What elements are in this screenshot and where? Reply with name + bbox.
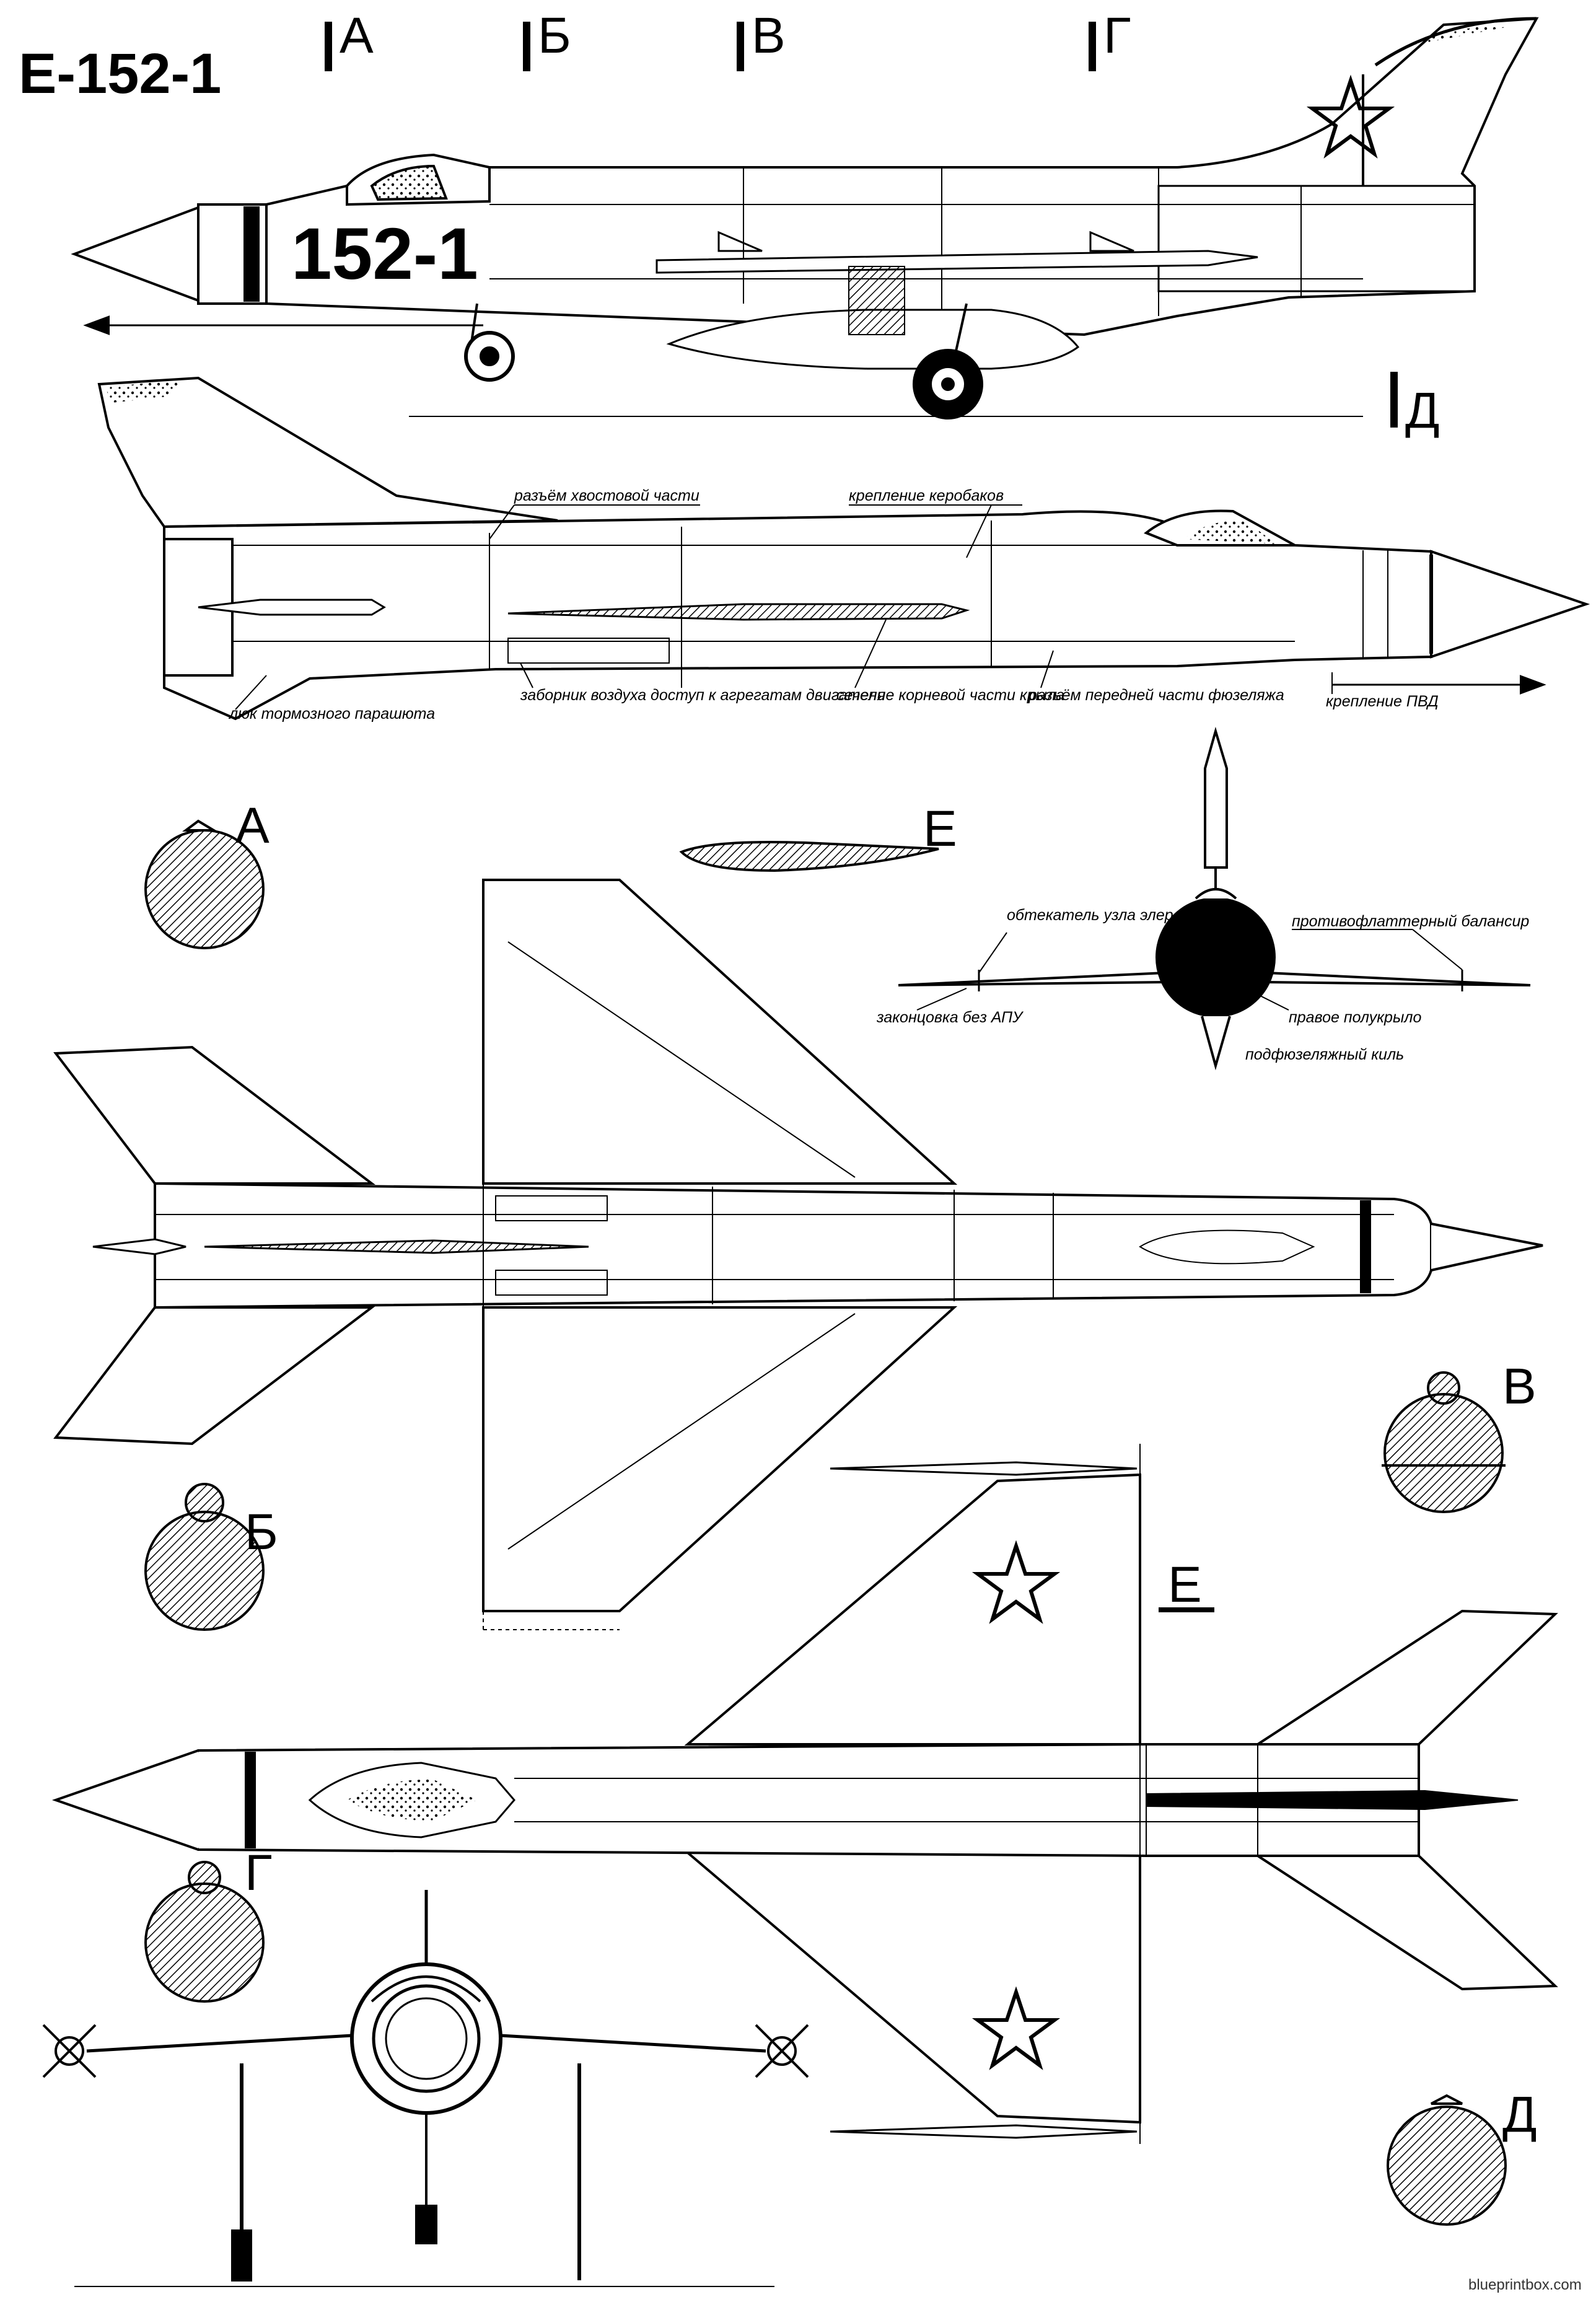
- section-marker-g: Г: [1089, 7, 1131, 71]
- svg-text:Г: Г: [245, 1845, 272, 1901]
- annotation-ventral-fin: подфюзеляжный киль: [1245, 1046, 1404, 1063]
- section-a: А: [144, 797, 270, 949]
- svg-text:Д: Д: [1502, 2086, 1537, 2143]
- side-view-left: 152-1: [71, 17, 1539, 419]
- annotation-pitot-mount: крепление ПВД: [1326, 693, 1439, 710]
- svg-text:Б: Б: [245, 1504, 278, 1560]
- section-v: В: [1382, 1358, 1537, 1513]
- svg-text:В: В: [752, 7, 786, 64]
- annotation-wingtip: законцовка без АПУ: [876, 1009, 1024, 1026]
- svg-text:А: А: [340, 7, 374, 64]
- section-marker-d: Д: [1390, 372, 1440, 439]
- top-view: [53, 879, 1543, 1630]
- section-e-airfoil: Е: [679, 801, 957, 872]
- svg-text:Е: Е: [1168, 1557, 1202, 1613]
- svg-text:Е: Е: [923, 801, 957, 857]
- annotation-air-scoop: заборник воздуха: [520, 687, 646, 704]
- annotation-right-half-wing: правое полукрыло: [1289, 1009, 1421, 1026]
- svg-text:Г: Г: [1103, 7, 1131, 64]
- section-g: Г: [144, 1845, 272, 2003]
- annotation-tail-joint: разъём хвостовой части: [514, 487, 699, 504]
- front-view-annotations: обтекатель узла элерона противофлаттерны…: [876, 907, 1529, 1063]
- annotation-engine-access: доступ к агрегатам двигателя: [651, 687, 885, 704]
- section-marker-v: В: [737, 7, 786, 71]
- section-d: Д: [1387, 2086, 1537, 2226]
- drawing-title: E-152-1: [19, 42, 221, 105]
- bottom-view: [51, 1444, 1558, 2144]
- svg-text:Б: Б: [538, 7, 571, 64]
- annotation-antiflutter-weight: противофлаттерный балансир: [1292, 913, 1529, 930]
- side-view-annotations: разъём хвостовой части крепление керобак…: [228, 487, 1439, 722]
- annotation-tank-mount: крепление керобаков: [849, 487, 1004, 504]
- side-view-right: [97, 376, 1590, 721]
- front-view-lower: [42, 1890, 809, 2287]
- svg-text:А: А: [235, 797, 270, 854]
- watermark: blueprintbox.com: [1468, 2277, 1582, 2293]
- front-view-upper: [898, 726, 1531, 1071]
- svg-text:В: В: [1502, 1358, 1537, 1415]
- tail-code: 152-1: [291, 213, 478, 295]
- annotation-wing-root: сечение корневой части крыла: [836, 687, 1064, 704]
- section-marker-a: А: [325, 7, 374, 71]
- section-b: Б: [144, 1483, 278, 1631]
- svg-text:Д: Д: [1405, 382, 1440, 439]
- section-e-marker: Е: [1159, 1557, 1214, 1613]
- annotation-forward-joint: разъём передней части фюзеляжа: [1028, 687, 1284, 704]
- section-marker-b: Б: [523, 7, 571, 71]
- annotation-chute-hatch: люк тормозного парашюта: [228, 705, 435, 722]
- annotation-aileron-fairing: обтекатель узла элерона: [1007, 907, 1199, 924]
